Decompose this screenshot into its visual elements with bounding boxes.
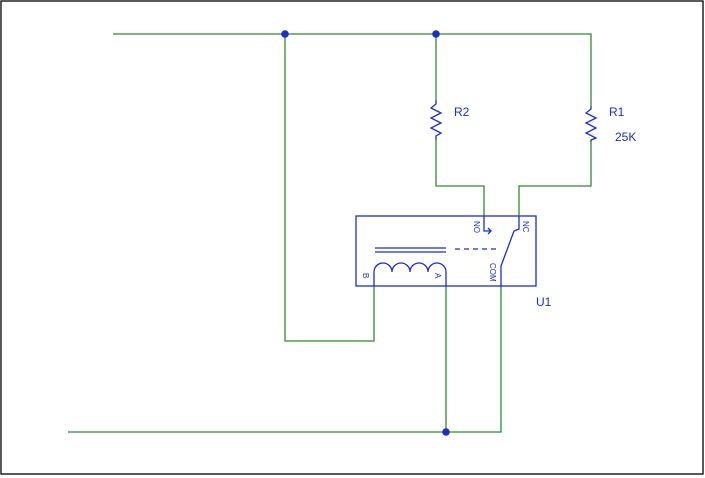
wires (68, 33, 592, 433)
wire-r1-to-nc[interactable] (518, 142, 592, 216)
wire-bottom-bus[interactable] (68, 286, 502, 433)
junctions (281, 30, 450, 436)
relay-pin-com-label: COM (488, 263, 497, 282)
wire-r2-to-no[interactable] (435, 140, 485, 216)
relay-com-armature (500, 230, 515, 267)
relay-pin-no-label: NO (472, 221, 481, 233)
relay-pin-nc-label: NC (521, 221, 530, 233)
junction-dot[interactable] (442, 428, 450, 436)
resistor-r1-ref: R1 (609, 105, 625, 119)
relay-no-arrow (487, 227, 492, 235)
resistor-r1-value: 25K (615, 130, 636, 144)
wire-top-bus[interactable] (113, 33, 592, 106)
resistor-r1-zigzag (584, 106, 598, 142)
junction-dot[interactable] (432, 30, 440, 38)
relay-coil (373, 262, 447, 286)
relay-pin-a-label: A (433, 273, 442, 279)
relay-pin-b-label: B (361, 273, 370, 278)
resistor-r2-zigzag (429, 100, 443, 140)
relay-nc-contact (513, 216, 520, 232)
relay-u1[interactable]: NO NC COM B A U1 (355, 215, 552, 309)
resistor-r2-ref: R2 (454, 105, 470, 119)
resistor-r2[interactable]: R2 (429, 100, 470, 140)
wire-left-to-coil-b[interactable] (284, 34, 375, 342)
junction-dot[interactable] (281, 30, 289, 38)
relay-u1-ref: U1 (536, 295, 552, 309)
resistor-r1[interactable]: R1 25K (584, 105, 636, 144)
relay-no-contact (483, 216, 491, 232)
